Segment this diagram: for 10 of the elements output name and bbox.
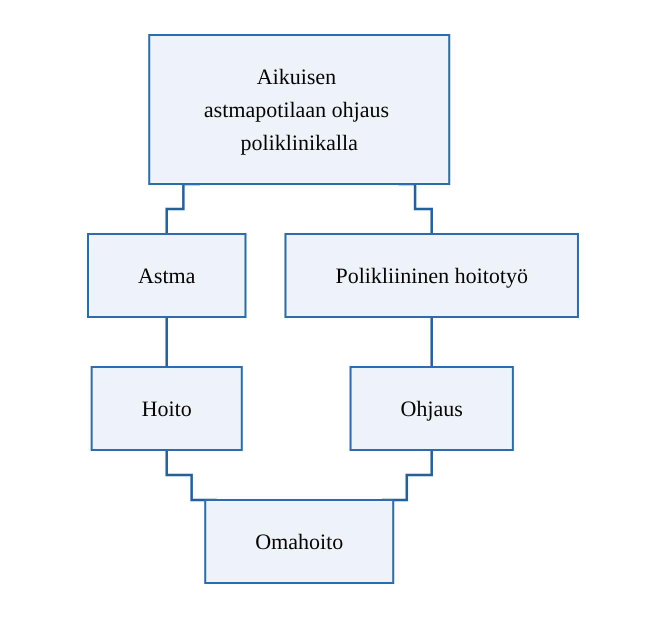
node-box: Hoito — [90, 366, 243, 450]
node-box: Astma — [87, 232, 246, 318]
node-box: Aikuisen astmapotilaan ohjaus poliklinikalla — [148, 34, 450, 184]
node-box: Omahoito — [204, 498, 394, 584]
connector — [166, 315, 168, 368]
connector — [430, 315, 433, 368]
node-box: Polikliininen hoitotyö — [284, 232, 579, 318]
connector — [398, 182, 433, 235]
node-box: Ohjaus — [350, 366, 514, 450]
connector — [166, 182, 200, 235]
